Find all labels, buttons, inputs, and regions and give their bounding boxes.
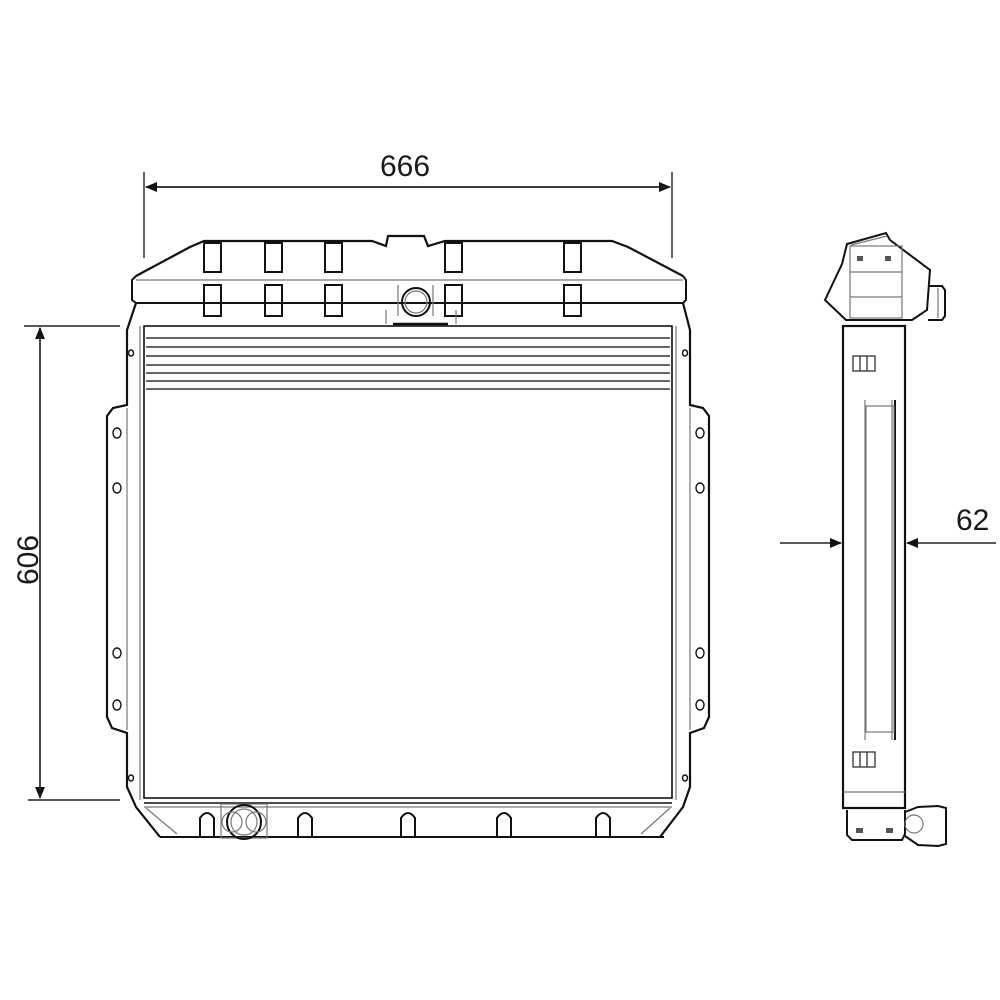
depth-dimension-label: 62 bbox=[956, 504, 990, 537]
side-vents bbox=[852, 355, 876, 768]
side-view bbox=[823, 231, 947, 848]
top-tank-slots-lower bbox=[203, 284, 582, 317]
outlet-neck-icon bbox=[220, 803, 268, 840]
bottom-tank-slots bbox=[199, 812, 611, 836]
height-dimension bbox=[24, 325, 120, 801]
height-dimension-label: 606 bbox=[12, 534, 46, 586]
core-fins bbox=[146, 337, 670, 390]
top-tank-slots-upper bbox=[203, 242, 582, 273]
width-dimension-label: 666 bbox=[380, 150, 431, 183]
inlet-neck-icon bbox=[385, 285, 457, 326]
width-dimension bbox=[143, 172, 673, 258]
right-bracket-holes bbox=[681, 349, 705, 782]
front-view bbox=[105, 234, 711, 840]
left-bracket-holes bbox=[112, 349, 135, 782]
